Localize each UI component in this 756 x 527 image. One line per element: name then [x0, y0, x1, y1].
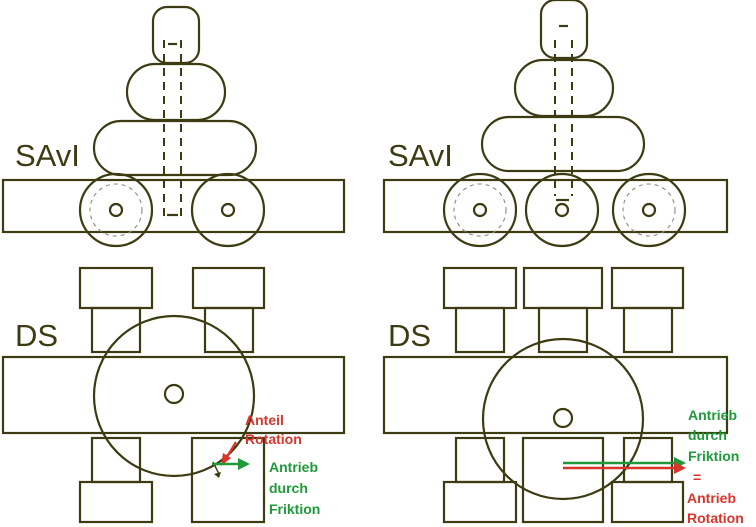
right-top-cap — [539, 0, 589, 60]
left-savi-assembly — [1, 5, 346, 248]
left-rotation-label-1: Anteil — [245, 412, 284, 428]
right-ds-block-tl-outer — [442, 266, 518, 310]
right-roller-2-hub — [554, 202, 570, 218]
right-ds-block-bl-outer — [442, 480, 518, 524]
left-drive-label-3: Friktion — [269, 501, 320, 517]
right-ds-block-br-outer — [610, 480, 685, 524]
right-ds-assembly — [382, 266, 729, 524]
left-ds-assembly — [1, 266, 346, 524]
left-bottom-ring — [92, 119, 258, 177]
right-ds-block-bl-inner — [454, 436, 506, 484]
right-ds-block-tr-inner — [622, 306, 674, 354]
left-ds-block-br — [190, 436, 266, 524]
left-ds-block-tr-inner — [203, 306, 255, 354]
left-ds-disc — [92, 314, 256, 478]
left-friction-arrowhead — [238, 458, 250, 470]
right-roller-1-hub — [472, 202, 488, 218]
left-ds-block-tl-inner — [90, 306, 142, 354]
right-middle-ring — [513, 58, 615, 118]
left-ds-block-bl-inner — [90, 436, 142, 484]
right-ds-block-bm — [521, 436, 605, 524]
right-ds-block-tl-inner — [454, 306, 506, 354]
left-savi-base-plate — [1, 178, 346, 234]
left-tangent-arrowhead — [214, 472, 221, 478]
left-roller-1 — [78, 172, 154, 248]
right-equals-sign: = — [693, 469, 701, 485]
right-roller-3 — [611, 172, 687, 248]
right-ds-base-plate — [382, 355, 729, 435]
right-drive-label-3: Friktion — [688, 448, 739, 464]
left-top-cap — [151, 5, 201, 65]
left-ds-block-tr-outer — [191, 266, 266, 310]
left-ds-disc-hub — [163, 383, 185, 405]
right-rotation-arrowhead — [674, 462, 686, 474]
right-drive-label-2: durch — [688, 427, 727, 443]
right-ds-disc — [481, 337, 645, 501]
right-ds-disc-hub — [552, 407, 574, 429]
left-ds-block-tl-outer — [78, 266, 154, 310]
left-roller-1-inner — [89, 183, 143, 237]
right-ds-block-tr-outer — [610, 266, 685, 310]
left-roller-2-hub — [220, 202, 236, 218]
right-roller-3-hub — [641, 202, 657, 218]
right-rotation-label-1: Antrieb — [687, 490, 736, 506]
left-middle-ring — [125, 62, 227, 122]
right-savi-assembly — [382, 0, 729, 248]
right-roller-2 — [524, 172, 600, 248]
right-ds-block-tm-inner — [537, 306, 589, 354]
right-roller-3-inner — [622, 183, 676, 237]
right-ds-block-tm-outer — [522, 266, 604, 310]
left-roller-2 — [190, 172, 266, 248]
left-rotation-label-2: Rotation — [245, 431, 302, 447]
left-roller-1-hub — [108, 202, 124, 218]
right-roller-1 — [442, 172, 518, 248]
left-bottom-label: DS — [15, 318, 58, 353]
right-top-label: SAvI — [388, 138, 453, 173]
left-ds-base-plate — [1, 355, 346, 435]
left-drive-label-2: durch — [269, 480, 308, 496]
right-bottom-ring — [480, 115, 646, 173]
left-ds-block-bl-outer — [78, 480, 154, 524]
left-top-label: SAvI — [15, 138, 80, 173]
right-rotation-label-2: Rotation — [687, 510, 744, 526]
right-bottom-label: DS — [388, 318, 431, 353]
right-drive-label-1: Antrieb — [688, 407, 737, 423]
left-rotation-arrowhead — [221, 453, 231, 466]
left-drive-label-1: Antrieb — [269, 459, 318, 475]
right-roller-1-inner — [453, 183, 507, 237]
